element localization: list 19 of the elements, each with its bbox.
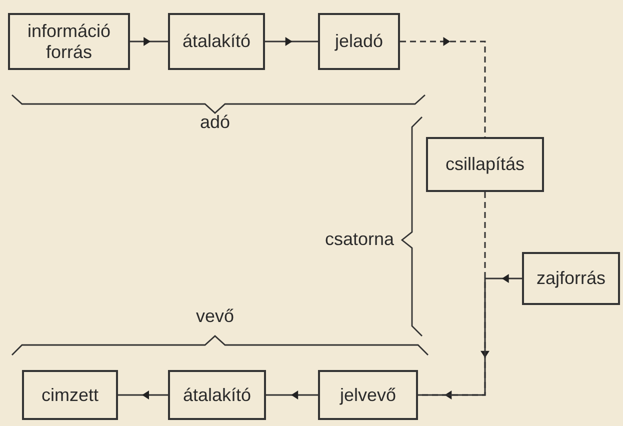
brace-label: vevő	[196, 306, 234, 327]
process-box	[426, 137, 544, 192]
box-label: információ forrás	[26, 20, 112, 62]
box-label: cimzett	[41, 384, 98, 406]
box-label: átalakító	[182, 31, 251, 52]
brace-label: csatorna	[324, 229, 394, 250]
process-box	[168, 370, 266, 420]
box-label: csillapítás	[445, 154, 525, 175]
box-label: jelvevő	[340, 384, 396, 406]
process-box	[22, 370, 118, 420]
box-label: átalakító	[182, 384, 252, 406]
process-box	[168, 13, 265, 70]
process-box	[318, 13, 400, 70]
process-box	[8, 13, 130, 70]
process-box	[522, 252, 620, 305]
box-label: jeladó	[334, 31, 384, 52]
box-label: zajforrás	[536, 268, 606, 289]
brace-label: adó	[200, 112, 230, 133]
process-box	[318, 370, 418, 420]
